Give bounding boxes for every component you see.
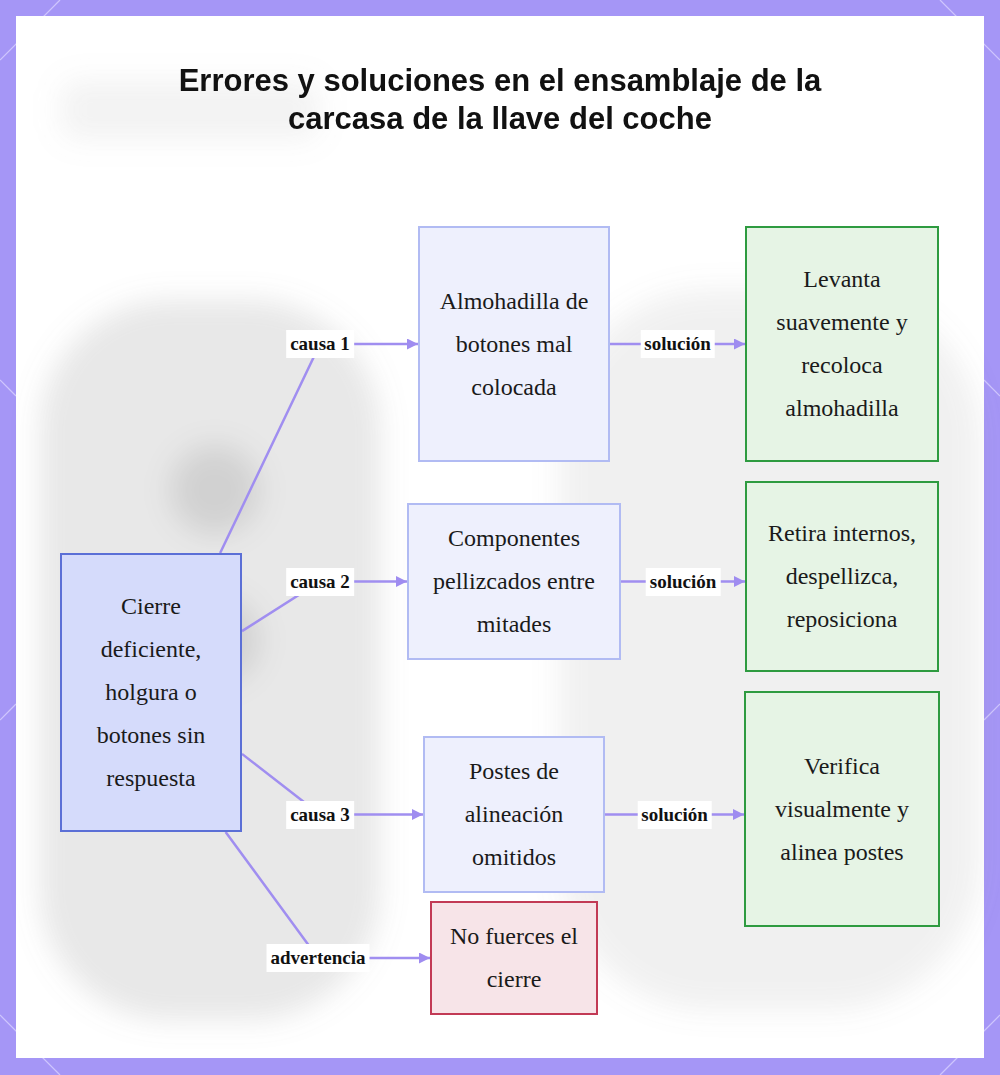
edge-label: solución bbox=[646, 568, 721, 596]
edge-label: causa 3 bbox=[286, 801, 354, 829]
solution-box: Levanta suavemente y recoloca almohadill… bbox=[745, 226, 939, 462]
connector-arrow bbox=[220, 344, 418, 553]
node-label: Postes de alineación omitidos bbox=[435, 750, 593, 879]
node-label: Verifica visualmente y alinea postes bbox=[756, 745, 928, 874]
node-label: Retira internos, despellizca, reposicion… bbox=[757, 512, 927, 641]
edge-label: advertencia bbox=[267, 944, 370, 972]
page-ground bbox=[16, 16, 984, 1058]
diagram-title: Errores y soluciones en el ensamblaje de… bbox=[170, 62, 830, 139]
problem-box: Cierre deficiente, holgura o botones sin… bbox=[60, 553, 242, 832]
node-label: Cierre deficiente, holgura o botones sin… bbox=[72, 585, 230, 800]
solution-box: Retira internos, despellizca, reposicion… bbox=[745, 481, 939, 672]
cause-box: Almohadilla de botones mal colocada bbox=[418, 226, 610, 462]
edge-label: solución bbox=[640, 330, 715, 358]
node-label: Levanta suavemente y recoloca almohadill… bbox=[757, 258, 927, 430]
blurred-key-photo bbox=[40, 80, 980, 1020]
solution-box: Verifica visualmente y alinea postes bbox=[744, 691, 940, 927]
warning-box: No fuerces el cierre bbox=[430, 901, 598, 1015]
cause-box: Postes de alineación omitidos bbox=[423, 736, 605, 893]
connector-arrow bbox=[226, 832, 430, 958]
edge-label: causa 2 bbox=[286, 568, 354, 596]
node-label: No fuerces el cierre bbox=[442, 915, 586, 1001]
node-label: Almohadilla de botones mal colocada bbox=[430, 280, 598, 409]
node-label: Componentes pellizcados entre mitades bbox=[419, 517, 609, 646]
edge-label: causa 1 bbox=[286, 330, 354, 358]
cause-box: Componentes pellizcados entre mitades bbox=[407, 503, 621, 660]
edge-label: solución bbox=[637, 801, 712, 829]
